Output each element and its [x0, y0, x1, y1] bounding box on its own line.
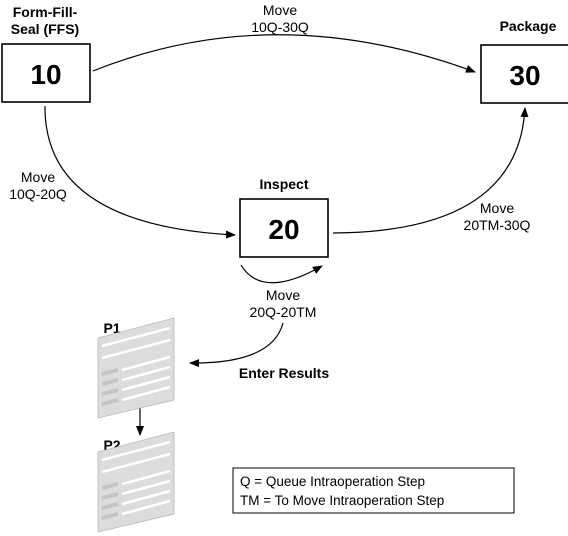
- op20-number: 20: [268, 214, 299, 245]
- move-20-30-line1: Move: [480, 200, 514, 216]
- op10-label-line2: Seal (FFS): [11, 21, 79, 37]
- move-10-30-line1: Move: [263, 2, 297, 18]
- op30-number: 30: [509, 60, 540, 91]
- op10-box[interactable]: 10: [1, 43, 91, 103]
- op10-number: 10: [30, 59, 61, 90]
- legend: Q = Queue Intraoperation Step TM = To Mo…: [232, 467, 515, 514]
- move-10-20-line1: Move: [21, 169, 55, 185]
- form-p1-icon[interactable]: [97, 317, 175, 419]
- move-10-30-line2: 10Q-30Q: [251, 19, 309, 35]
- op30-box[interactable]: 30: [480, 44, 568, 104]
- legend-queue: Q = Queue Intraoperation Step: [240, 474, 425, 489]
- move-10-20-line2: 10Q-20Q: [9, 186, 67, 202]
- form-p1-label: P1: [103, 320, 120, 336]
- enter-results-label: Enter Results: [239, 365, 329, 381]
- move-10-30-arrow: [92, 34, 476, 73]
- op10-label-line1: Form-Fill-: [13, 4, 78, 20]
- op20-box[interactable]: 20: [239, 198, 329, 258]
- move-20-30-line2: 20TM-30Q: [464, 217, 531, 233]
- legend-to-move: TM = To Move Intraoperation Step: [240, 493, 444, 508]
- enter-results-arrow: [189, 322, 284, 368]
- move-10-20-arrow: [44, 105, 236, 239]
- move-20-20-line1: Move: [266, 287, 300, 303]
- op30-label: Package: [500, 18, 557, 34]
- move-20-20-arrow: [240, 264, 323, 284]
- move-20-20-line2: 20Q-20TM: [250, 304, 317, 320]
- move-20-30-arrow: [332, 107, 529, 234]
- form-p2-icon[interactable]: [97, 431, 175, 533]
- op20-label: Inspect: [259, 176, 308, 192]
